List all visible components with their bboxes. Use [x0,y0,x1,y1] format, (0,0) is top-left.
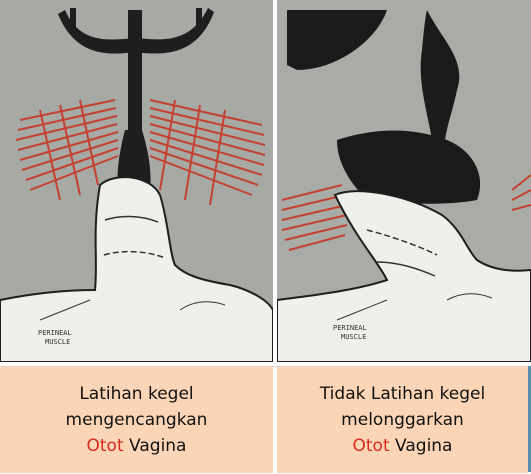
caption-tight: Latihan kegel mengencangkan Otot Vagina [0,367,273,473]
highlight-word: Otot [353,436,390,456]
caption-line-2: melonggarkan [341,407,464,433]
caption-row: Latihan kegel mengencangkan Otot Vagina … [0,366,531,473]
loose-muscle-illustration: PERINEAL MUSCLE [277,0,531,362]
svg-text:PERINEAL: PERINEAL [333,324,367,332]
loose-muscle-drawing: PERINEAL MUSCLE [277,0,531,362]
caption-line-2: mengencangkan [66,407,208,433]
tight-muscle-illustration: PERINEAL MUSCLE [0,0,273,362]
caption-line-3: Otot Vagina [353,433,453,459]
caption-line-3: Otot Vagina [87,433,187,459]
tight-muscle-drawing: PERINEAL MUSCLE [0,0,273,362]
caption-line-1: Tidak Latihan kegel [320,381,485,407]
highlight-word: Otot [87,436,124,456]
caption-line-1: Latihan kegel [79,381,193,407]
svg-text:PERINEAL: PERINEAL [38,329,72,337]
svg-text:MUSCLE: MUSCLE [341,333,366,341]
caption-rest: Vagina [390,436,453,456]
svg-text:MUSCLE: MUSCLE [45,338,70,346]
caption-loose: Tidak Latihan kegel melonggarkan Otot Va… [277,367,528,473]
caption-rest: Vagina [124,436,187,456]
